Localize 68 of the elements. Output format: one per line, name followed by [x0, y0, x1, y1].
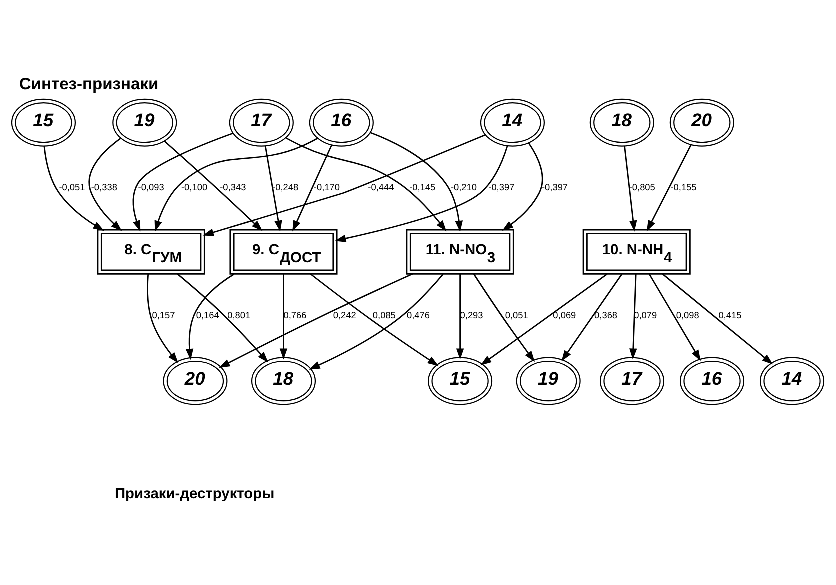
node-ellipse: 15 — [11, 98, 76, 146]
label: Призаки-деструкторы — [114, 486, 275, 502]
edge-label: 0,368 — [594, 310, 618, 320]
edge-label: -0,170 — [314, 182, 340, 192]
edge-label: 0,415 — [718, 310, 742, 320]
edge-label: 0,164 — [196, 310, 220, 320]
edge-label: 0,069 — [553, 310, 576, 320]
node-ellipse: 14 — [760, 356, 825, 405]
edge-label: 0,242 — [333, 310, 356, 320]
edge-label: -0,155 — [670, 182, 697, 192]
arrow — [286, 137, 447, 232]
arrow — [132, 132, 234, 232]
arrow — [502, 142, 544, 230]
arrow — [88, 138, 122, 231]
arrow — [280, 274, 288, 360]
node-ellipse: 19 — [516, 356, 581, 405]
arrow — [44, 146, 104, 231]
edge-label: -0,397 — [542, 182, 568, 192]
arrow — [562, 273, 623, 362]
edge-label: 0,801 — [228, 310, 251, 320]
node-ellipse: 19 — [112, 98, 178, 146]
edge-label: 0,079 — [634, 310, 658, 320]
edge-label: 0,476 — [406, 310, 430, 320]
arrow — [164, 140, 263, 231]
node-ellipse: 16 — [309, 98, 374, 146]
node-ellipse: 16 — [680, 356, 745, 405]
edge-label: -0,210 — [450, 182, 478, 192]
edge-label: 0,098 — [676, 310, 700, 320]
edge-label: 0,293 — [460, 310, 484, 320]
edge-label: 0,085 — [372, 310, 396, 320]
edge-label: -0,145 — [410, 182, 436, 192]
arrow — [335, 145, 508, 242]
arrow — [264, 146, 282, 232]
arrow — [147, 274, 179, 363]
edge-label: -0,100 — [182, 182, 208, 192]
arrow — [219, 273, 414, 368]
node-ellipse: 20 — [163, 356, 228, 405]
arrow — [154, 137, 318, 232]
node-ellipse: 18 — [251, 356, 316, 405]
arrow — [186, 273, 235, 360]
edge-label: -0,338 — [91, 182, 118, 192]
arrow — [473, 273, 535, 362]
node-ellipse: 17 — [600, 356, 665, 405]
edge-label: 0,157 — [152, 310, 176, 320]
arrow — [202, 134, 486, 236]
diagram-title: Синтез-признаки — [19, 74, 159, 94]
edge-label: -0,093 — [138, 182, 164, 192]
arrow — [662, 273, 774, 364]
arrow — [480, 273, 608, 366]
node-ellipse: 14 — [480, 98, 545, 146]
arrow — [292, 144, 332, 232]
edge-label: -0,805 — [629, 182, 656, 192]
arrow — [370, 132, 464, 232]
node-ellipse: 17 — [229, 98, 294, 146]
node-ellipse: 20 — [670, 98, 734, 146]
arrow — [624, 146, 638, 232]
edge-label: -0,397 — [488, 182, 515, 192]
arrow — [648, 273, 701, 361]
edge-label: -0,248 — [272, 182, 299, 192]
edge-label: -0,343 — [220, 182, 246, 192]
arrow — [177, 273, 268, 362]
node-ellipse: 18 — [590, 98, 654, 146]
edge-label: -0,444 — [368, 182, 394, 192]
arrow — [630, 274, 638, 360]
edge-label: 0,051 — [505, 310, 528, 320]
arrow — [646, 144, 692, 232]
edge-label: -0,051 — [59, 182, 86, 192]
arrow — [456, 274, 464, 360]
